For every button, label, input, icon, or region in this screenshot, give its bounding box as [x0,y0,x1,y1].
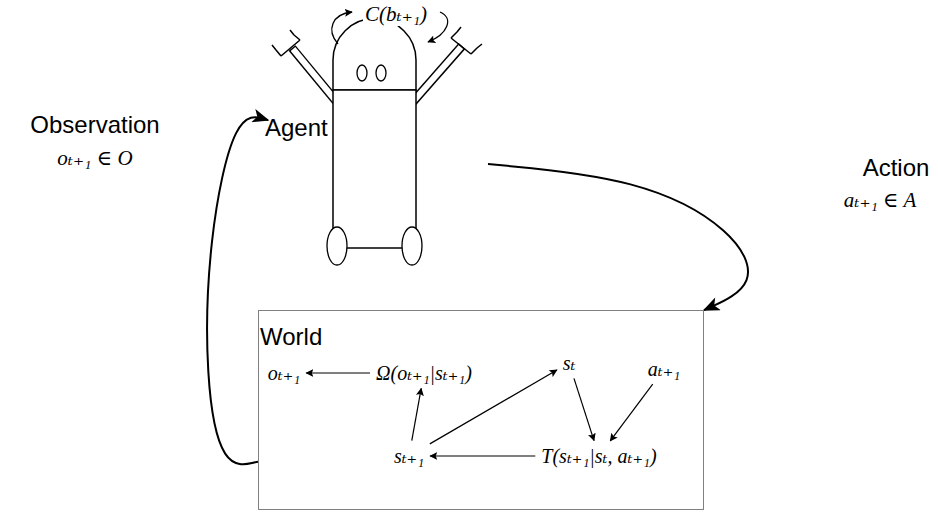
observation-formula: oₜ₊₁ ∈ O [55,146,134,170]
dependency-arrow [306,372,370,373]
loop-arrow [332,12,352,44]
formula-node: T(sₜ₊₁|sₜ, aₜ₊₁) [537,443,660,470]
dependency-arrow [412,388,421,440]
robot-head [333,19,416,90]
formula-node: oₜ₊₁ [264,360,304,387]
robot-body [333,90,416,248]
cost-label: C(bₜ₊₁) [363,2,429,26]
world-box: World oₜ₊₁ Ω(oₜ₊₁|sₜ₊₁) sₜ aₜ₊₁ sₜ₊₁ T(sₜ₊₁|sₜ… [258,310,704,510]
formula-node: aₜ₊₁ [644,356,684,383]
action-formula: aₜ₊₁ ∈ A [842,188,919,212]
formula-node: Ω(oₜ₊₁|sₜ₊₁) [372,360,476,387]
connector-layer [207,117,748,464]
robot-wheel [402,227,422,265]
edge-label: Action [861,154,932,182]
robot-gripper [272,30,300,56]
formula-text: Ω(oₜ₊₁|sₜ₊₁) [376,362,472,385]
robot-wheel [327,227,347,265]
node-title: World [260,323,322,351]
dependency-arrow [610,384,652,441]
formula-text: sₜ [563,352,576,375]
robot-gripper [451,27,482,54]
formula-node: sₜ [559,350,580,377]
robot-eye [357,65,367,81]
robot-eye [376,65,386,81]
formula-text: oₜ₊₁ [268,362,300,385]
dependency-arrow [574,378,594,440]
formula-text: sₜ₊₁ [394,445,424,468]
formula-node: sₜ₊₁ [390,443,428,470]
node-title: Agent [265,114,328,142]
formula-text: T(sₜ₊₁|sₜ, aₜ₊₁) [541,445,656,468]
dependency-arrow [430,455,535,456]
loop-arrow [428,12,448,42]
agent-robot: Agent [268,40,488,268]
formula-text: aₜ₊₁ [648,358,680,381]
flow-arrow [488,164,748,310]
edge-label: Observation [28,111,161,139]
